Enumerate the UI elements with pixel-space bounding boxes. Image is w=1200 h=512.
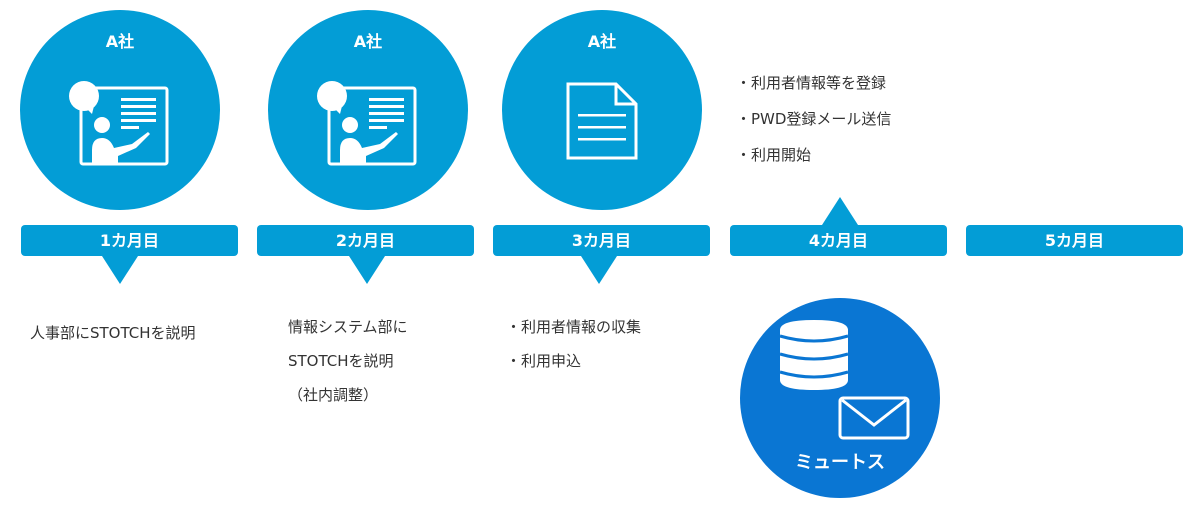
note-month-4: ・利用者情報等を登録 ・PWD登録メール送信 ・利用開始 [736,65,891,173]
company-circle-2: A社 [268,10,468,210]
pointer-down [349,256,385,284]
presentation-icon [317,81,417,166]
mail-icon [838,396,910,440]
month-label-2: 2カ月目 [257,225,474,256]
month-label-5: 5カ月目 [966,225,1183,256]
note-line: ・PWD登録メール送信 [736,110,892,128]
note-line: ・利用者情報の収集 [506,318,642,336]
month-label-3: 3カ月目 [493,225,710,256]
company-circle-3: A社 [502,10,702,210]
note-line: STOTCHを説明 [288,352,394,370]
month-label-1: 1カ月目 [21,225,238,256]
company-label: A社 [587,32,617,51]
note-line: ・利用者情報等を登録 [736,74,887,92]
company-label: A社 [353,32,383,51]
presentation-icon [69,81,169,166]
pointer-down [581,256,617,284]
company-circle-1: A社 [20,10,220,210]
pointer-up [822,197,858,225]
month-label-4: 4カ月目 [730,225,947,256]
note-line: ・利用申込 [506,352,582,370]
note-line: 情報システム部に [288,318,408,336]
database-icon [779,320,849,390]
note-line: 人事部にSTOTCHを説明 [30,324,196,342]
vendor-name: ミュートス [795,452,885,473]
company-label: A社 [105,32,135,51]
pointer-down [102,256,138,284]
note-line: （社内調整） [288,386,379,404]
vendor-circle: ミュートス [740,298,940,498]
document-icon [566,82,638,160]
note-line: ・利用開始 [736,146,812,164]
note-month-2: 情報システム部に STOTCHを説明 （社内調整） [288,310,408,412]
note-month-3: ・利用者情報の収集 ・利用申込 [506,310,641,378]
note-month-1: 人事部にSTOTCHを説明 [30,316,196,350]
